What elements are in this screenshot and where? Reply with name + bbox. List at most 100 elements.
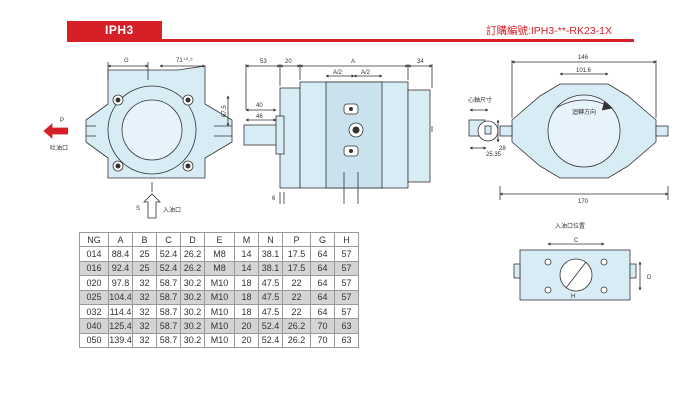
cell: 58.7	[156, 303, 181, 320]
table-row: 014 88.4 25 52.4 26.2 M8 14 38.1 17.5 64…	[79, 246, 359, 262]
col-c: C	[156, 231, 181, 248]
table-row: 032 114.4 32 58.7 30.2 M10 18 47.5 22 64…	[79, 303, 359, 320]
cell: 114.4	[108, 303, 133, 320]
cell: M8	[204, 260, 235, 277]
cell: 92.4	[108, 260, 133, 277]
cell: 52.4	[258, 318, 283, 334]
cell: 70	[310, 332, 335, 349]
cell: 025	[79, 289, 109, 305]
col-e: E	[204, 231, 235, 248]
cell: 20	[234, 318, 259, 334]
table-row: 025 104.4 32 58.7 30.2 M10 18 47.5 22 64…	[79, 289, 359, 305]
shaft-d3: 25.35	[486, 152, 502, 158]
cell: 14	[234, 246, 259, 262]
dim-71: 71⁺⁰·⁵	[176, 57, 193, 64]
cell: 32	[132, 318, 157, 334]
rear-view	[499, 60, 669, 200]
cell: 64	[310, 275, 335, 291]
cell: 26.2	[282, 332, 311, 349]
dim-46: 46	[256, 114, 263, 120]
cell: 97.8	[108, 275, 133, 291]
cell: 30.2	[180, 289, 205, 305]
col-n: N	[258, 231, 283, 248]
cell: M10	[204, 303, 235, 320]
cell: 22	[282, 303, 311, 320]
inlet-detail	[513, 242, 642, 301]
cell: 30.2	[180, 318, 205, 334]
cell: 032	[79, 303, 109, 320]
cell: 64	[310, 260, 335, 277]
col-a: A	[108, 231, 133, 248]
cell: 26.2	[180, 260, 205, 277]
cell: 57	[334, 260, 359, 277]
cell: 014	[79, 246, 109, 262]
model-label: IPH3	[105, 23, 134, 37]
cell: 18	[234, 303, 259, 320]
cell: 70	[310, 318, 335, 334]
port-s: S	[136, 206, 140, 212]
table-row: 040 125.4 32 58.7 30.2 M10 20 52.4 26.2 …	[79, 318, 359, 334]
shaft-d2: 28	[499, 146, 506, 152]
col-m: M	[234, 231, 259, 248]
dim-c: C	[574, 238, 579, 244]
inlet-detail-title: 入油口位置	[555, 222, 585, 230]
col-d: D	[180, 231, 205, 248]
table-row: 016 92.4 25 52.4 26.2 M8 14 38.1 17.5 64…	[79, 260, 359, 277]
outlet-label: 吐油口	[50, 144, 68, 152]
table-row: 050 139.4 32 58.7 30.2 M10 20 52.4 26.2 …	[79, 332, 359, 349]
rotation-label: 迴轉方向	[572, 108, 596, 116]
col-p: P	[282, 231, 311, 248]
cell: 58.7	[156, 332, 181, 349]
cell: 64	[310, 246, 335, 262]
table-row: 020 97.8 32 58.7 30.2 M10 18 47.5 22 64 …	[79, 275, 359, 291]
cell: 88.4	[108, 246, 133, 262]
cell: 63	[334, 318, 359, 334]
cell: 14	[234, 260, 259, 277]
order-code: 訂購編號:IPH3-**-RK23-1X	[485, 25, 612, 37]
dim-a2-left: A/2	[333, 70, 343, 76]
cell: 52.4	[258, 332, 283, 349]
cell: 64	[310, 303, 335, 320]
cell: 30.2	[180, 303, 205, 320]
dim-170: 170	[578, 199, 589, 205]
model-tab: IPH3	[67, 21, 162, 39]
front-view	[43, 62, 233, 219]
table-header-row: NG A B C D E M N P G H	[79, 231, 359, 248]
cell: 57	[334, 246, 359, 262]
cell: 32	[132, 332, 157, 349]
cell: 58.7	[156, 289, 181, 305]
cell: 30.2	[180, 275, 205, 291]
cell: 25	[132, 246, 157, 262]
cell: 64	[310, 289, 335, 305]
cell: M10	[204, 289, 235, 305]
col-b: B	[132, 231, 157, 248]
inlet-label: 入油口	[163, 206, 181, 214]
cell: 52.4	[156, 246, 181, 262]
cell: 38.1	[258, 246, 283, 262]
cell: 25	[132, 260, 157, 277]
cell: M10	[204, 332, 235, 349]
cell: 18	[234, 275, 259, 291]
col-ng: NG	[79, 231, 109, 248]
cell: 32	[132, 289, 157, 305]
cell: 22	[282, 275, 311, 291]
cell: 32	[132, 275, 157, 291]
dim-1016: 101.6	[576, 68, 592, 74]
cell: 040	[79, 318, 109, 334]
cell: 52.4	[156, 260, 181, 277]
dim-675: 67.5	[222, 105, 228, 117]
cell: 18	[234, 289, 259, 305]
cell: 125.4	[108, 318, 133, 334]
dim-6: 6	[272, 196, 276, 202]
dim-h: H	[571, 294, 575, 300]
shaft-title: 心軸尺寸	[468, 96, 492, 104]
port-p: P	[60, 118, 64, 124]
cell: 26.2	[282, 318, 311, 334]
dim-a2-right: A/2	[361, 70, 371, 76]
cell: 57	[334, 289, 359, 305]
cell: 38.1	[258, 260, 283, 277]
cell: 104.4	[108, 289, 133, 305]
cell: 26.2	[180, 246, 205, 262]
cell: 016	[79, 260, 109, 277]
